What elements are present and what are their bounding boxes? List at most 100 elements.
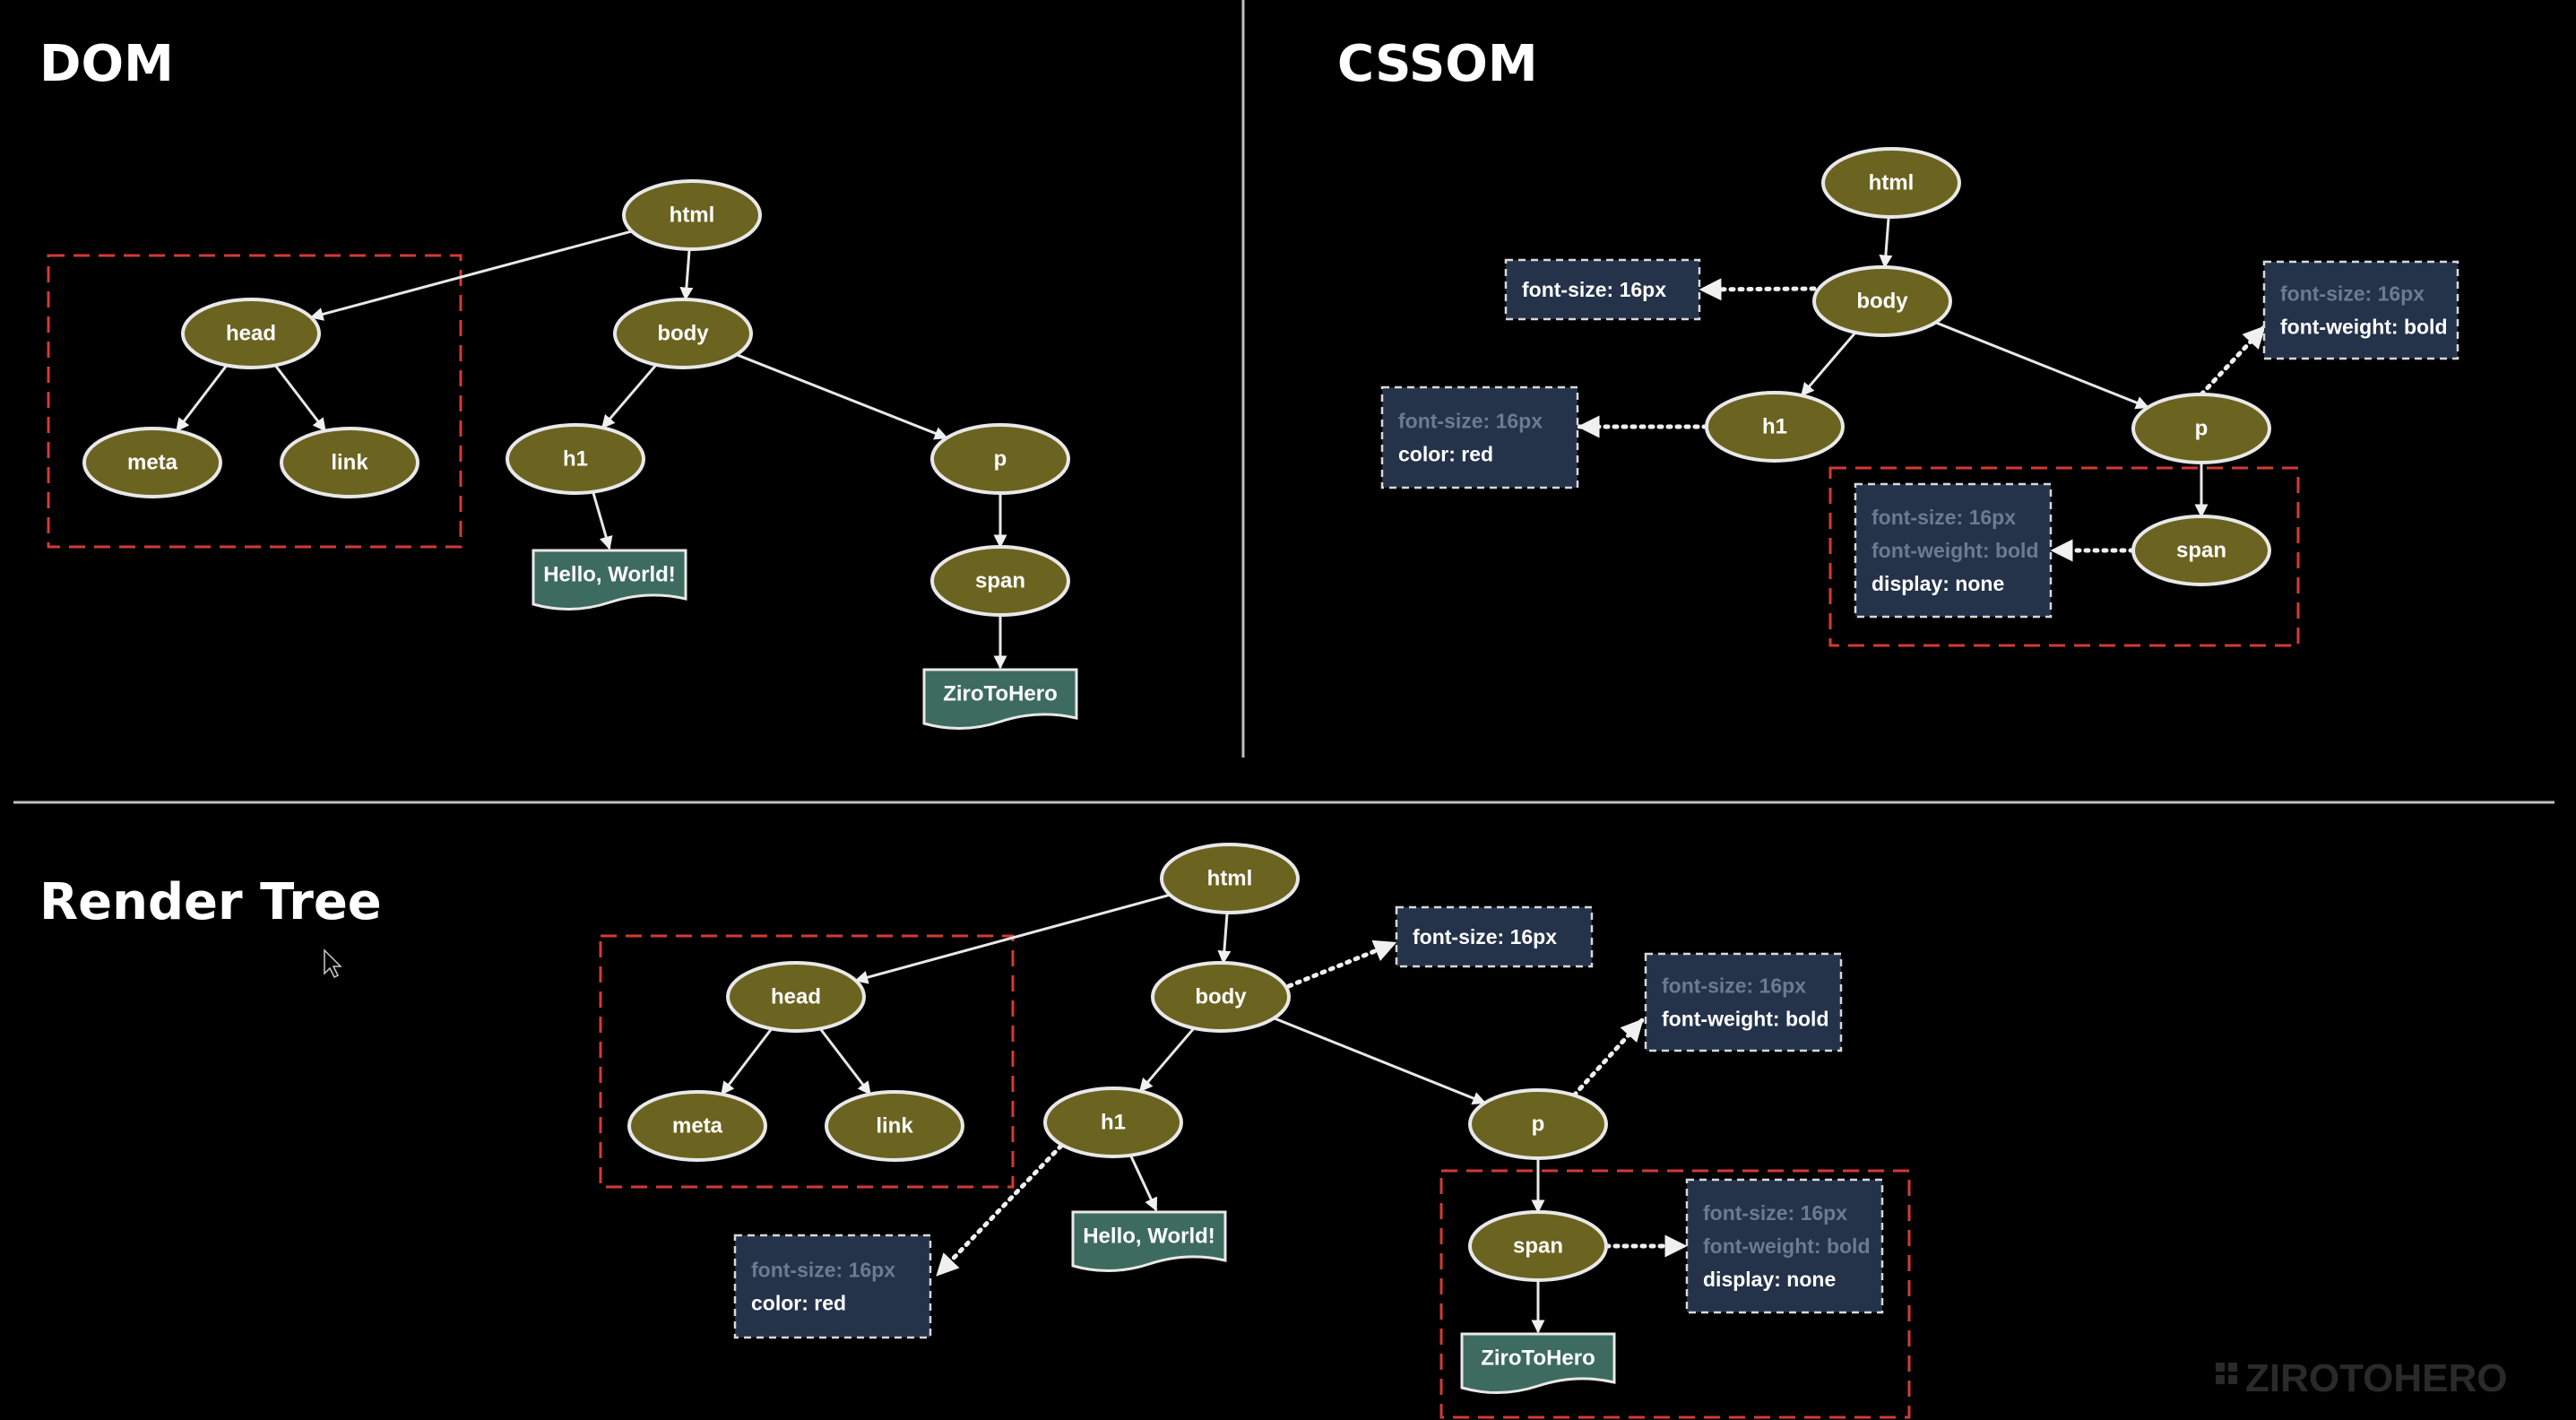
- cssom-edge: [1800, 331, 1857, 397]
- dom-text-node-shape: [922, 668, 1078, 730]
- dom-text-node-label: ZiroToHero: [943, 682, 1058, 706]
- cssom-node-body-label: body: [1856, 290, 1908, 314]
- dom-node-span: span: [930, 545, 1070, 617]
- render-node-html-label: html: [1207, 867, 1253, 891]
- render-node-link: link: [825, 1090, 964, 1162]
- render-node-meta-label: meta: [672, 1114, 723, 1139]
- render-node-p-label: p: [1532, 1113, 1545, 1137]
- render-node-span-shape: [1468, 1210, 1608, 1282]
- render-node-h1-shape: [1043, 1087, 1183, 1158]
- render-node-html: html: [1160, 843, 1300, 914]
- dom-edge: [273, 364, 327, 432]
- render-text-node-shape: [1071, 1210, 1227, 1272]
- dom-node-span-label: span: [975, 569, 1025, 593]
- render-node-body-label: body: [1195, 985, 1247, 1009]
- render-node-body: body: [1151, 961, 1291, 1033]
- render-node-meta-shape: [627, 1090, 767, 1162]
- render-style-line: color: red: [751, 1292, 846, 1315]
- render-style-line: font-size: 16px: [1413, 925, 1557, 948]
- dom-node-html: html: [622, 179, 762, 251]
- dom-text-node-0: Hello, World!: [532, 549, 687, 610]
- cssom-node-p: p: [2131, 393, 2271, 464]
- render-style-box-bg: [1395, 905, 1594, 968]
- edges: [175, 216, 2267, 1334]
- render-style-line: font-weight: bold: [1703, 1234, 1871, 1258]
- render-node-h1-label: h1: [1101, 1111, 1126, 1135]
- mouse-cursor-icon: [324, 948, 342, 979]
- render-style-line: font-size: 16px: [751, 1259, 895, 1282]
- render-style-line: font-size: 16px: [1703, 1201, 1847, 1225]
- render-edge: [854, 893, 1171, 984]
- cssom-style-box-bg: [1854, 482, 2053, 619]
- render-node-span-label: span: [1513, 1234, 1563, 1259]
- dom-node-h1-label: h1: [563, 447, 588, 472]
- cssom-node-p-shape: [2131, 393, 2271, 464]
- dom-node-meta-shape: [82, 427, 222, 498]
- cssom-style-line: display: none: [1871, 572, 2004, 595]
- render-style-line: font-size: 16px: [1662, 974, 1806, 998]
- cssom-style-box-h1: font-size: 16px color: red: [1380, 385, 1579, 489]
- render-node-p-shape: [1468, 1088, 1608, 1160]
- dom-node-p-shape: [930, 423, 1070, 495]
- cssom-style-line: font-size: 16px: [1871, 506, 2016, 529]
- watermark: ZIROTOHERO: [2216, 1356, 2508, 1400]
- render-node-link-shape: [825, 1090, 964, 1162]
- dom-node-p: p: [930, 423, 1070, 495]
- cssom-node-body: body: [1812, 265, 1952, 337]
- render-style-box-bg: [733, 1234, 932, 1339]
- render-node-link-label: link: [876, 1114, 913, 1139]
- dom-edge: [175, 364, 229, 432]
- cssom-node-p-label: p: [2195, 417, 2209, 441]
- dom-node-link: link: [280, 427, 419, 498]
- render-node-p: p: [1468, 1088, 1608, 1160]
- cssom-style-line: font-size: 16px: [2280, 282, 2425, 306]
- dom-node-span-shape: [930, 545, 1070, 617]
- dom-edge: [592, 492, 613, 550]
- dom-node-head: head: [181, 298, 321, 369]
- render-text-node-label: Hello, World!: [1083, 1225, 1215, 1249]
- cssom-node-span: span: [2131, 515, 2271, 586]
- render-span-group: [1439, 1169, 1911, 1419]
- render-style-line: display: none: [1703, 1268, 1836, 1291]
- watermark-text: ZIROTOHERO: [2245, 1356, 2508, 1400]
- cssom-node-span-label: span: [2176, 539, 2226, 563]
- dom-node-h1: h1: [506, 423, 645, 495]
- cssom-node-h1-shape: [1705, 391, 1845, 463]
- render-edge: [1273, 1017, 1487, 1105]
- dom-edge: [736, 353, 948, 440]
- dom-node-html-label: html: [670, 203, 715, 228]
- render-style-box-bg: [1644, 952, 1843, 1052]
- style-boxes: font-size: 16px font-size: 16px color: red…: [324, 258, 2459, 1339]
- render-edge: [1286, 939, 1397, 989]
- cssom-edge: [2199, 325, 2267, 397]
- cssom-style-line: color: red: [1398, 443, 1493, 466]
- render-style-box-span: font-size: 16px font-weight: bold display:…: [1685, 1178, 1884, 1314]
- dom-node-head-label: head: [226, 322, 276, 346]
- dom-node-body: body: [613, 298, 753, 369]
- dom-edge: [309, 229, 633, 321]
- dom-node-body-label: body: [657, 322, 709, 346]
- cssom-node-h1-label: h1: [1762, 415, 1787, 439]
- render-edge: [818, 1027, 872, 1095]
- cssom-style-box-bg: [1504, 258, 1701, 321]
- render-text-node-shape: [1460, 1332, 1616, 1394]
- dom-node-body-shape: [613, 298, 753, 369]
- render-node-h1: h1: [1043, 1087, 1183, 1158]
- render-node-head: head: [726, 961, 866, 1033]
- cssom-style-line: font-size: 16px: [1522, 278, 1666, 301]
- render-node-head-label: head: [771, 985, 821, 1009]
- render-edge: [720, 1027, 774, 1095]
- cssom-style-line: font-size: 16px: [1398, 410, 1543, 433]
- dom-node-html-shape: [622, 179, 762, 251]
- dom-text-node-label: Hello, World!: [543, 563, 676, 587]
- cssom-span-group: [1828, 466, 2300, 647]
- dom-node-h1-shape: [506, 423, 645, 495]
- render-edge: [1129, 1156, 1158, 1212]
- render-node-meta: meta: [627, 1090, 767, 1162]
- dom-node-head-shape: [181, 298, 321, 369]
- cssom-node-h1: h1: [1705, 391, 1845, 463]
